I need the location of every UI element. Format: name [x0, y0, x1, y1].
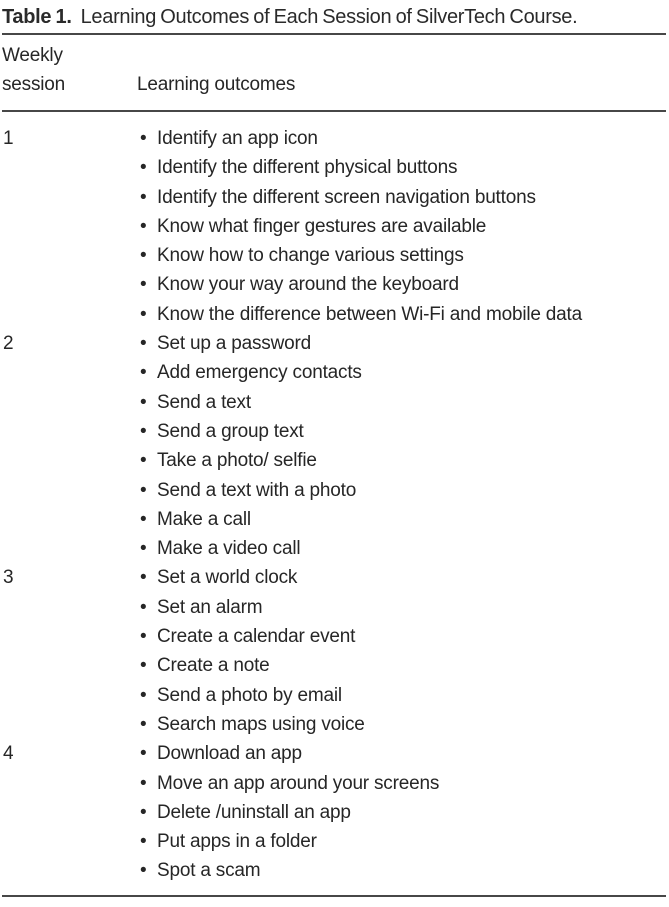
outcome-item: Move an app around your screens: [140, 769, 666, 799]
column-header-weekly-session: Weekly session: [2, 41, 137, 99]
outcome-item: Know how to change various settings: [140, 241, 666, 271]
table-body: 1 Identify an app iconIdentify the diffe…: [2, 112, 666, 895]
rule-bottom: [2, 894, 666, 897]
outcome-item: Put apps in a folder: [140, 827, 666, 857]
column-header-learning-outcomes: Learning outcomes: [137, 74, 296, 95]
outcomes-list: Set up a passwordAdd emergency contactsS…: [137, 329, 666, 564]
table-row: 4 Download an appMove an app around your…: [2, 739, 666, 886]
outcome-item: Identify the different screen navigation…: [140, 183, 666, 213]
outcome-item: Add emergency contacts: [140, 358, 666, 388]
outcome-item: Know your way around the keyboard: [140, 270, 666, 300]
outcome-item: Set up a password: [140, 329, 666, 359]
outcome-item: Set a world clock: [140, 563, 666, 593]
column-header-weekly-session-line2: session: [2, 74, 66, 95]
table-label: Table 1.: [2, 6, 72, 28]
outcome-item: Create a calendar event: [140, 622, 666, 652]
outcome-item: Download an app: [140, 739, 666, 769]
paper-table-page: Table 1. Learning Outcomes of Each Sessio…: [0, 4, 669, 907]
table-row: 3 Set a world clockSet an alarmCreate a …: [2, 563, 666, 739]
session-number: 1: [3, 128, 14, 149]
outcome-item: Delete /uninstall an app: [140, 798, 666, 828]
outcome-item: Spot a scam: [140, 856, 666, 886]
session-number: 2: [3, 333, 14, 355]
outcome-item: Send a text with a photo: [140, 476, 666, 506]
outcome-item: Identify an app icon: [140, 124, 666, 154]
outcome-item: Make a call: [140, 505, 666, 535]
outcome-item: Send a photo by email: [140, 681, 666, 711]
outcome-item: Make a video call: [140, 534, 666, 564]
rule-below-caption: [2, 33, 666, 35]
table-row: 2 Set up a passwordAdd emergency contact…: [2, 329, 666, 564]
outcome-item: Know the difference between Wi-Fi and mo…: [140, 300, 666, 330]
column-header-weekly-session-line1: Weekly: [2, 45, 63, 66]
outcome-item: Set an alarm: [140, 593, 666, 623]
table-header-row: Weekly session Learning outcomes: [2, 35, 666, 110]
rule-below-header: [2, 110, 666, 112]
outcome-item: Take a photo/ selfie: [140, 446, 666, 476]
session-number: 4: [3, 743, 14, 765]
outcome-item: Send a group text: [140, 417, 666, 447]
table-caption: Table 1. Learning Outcomes of Each Sessio…: [2, 4, 666, 30]
outcome-item: Create a note: [140, 651, 666, 681]
table-row: 1 Identify an app iconIdentify the diffe…: [2, 124, 666, 329]
outcomes-list: Identify an app iconIdentify the differe…: [137, 124, 666, 329]
outcome-item: Send a text: [140, 388, 666, 418]
outcome-item: Identify the different physical buttons: [140, 153, 666, 183]
session-number: 3: [3, 567, 14, 589]
table-caption-text: Learning Outcomes of Each Session of Sil…: [80, 6, 578, 28]
outcomes-list: Set a world clockSet an alarmCreate a ca…: [137, 563, 666, 739]
outcome-item: Know what finger gestures are available: [140, 212, 666, 242]
outcome-item: Search maps using voice: [140, 710, 666, 740]
outcomes-list: Download an appMove an app around your s…: [137, 739, 666, 886]
